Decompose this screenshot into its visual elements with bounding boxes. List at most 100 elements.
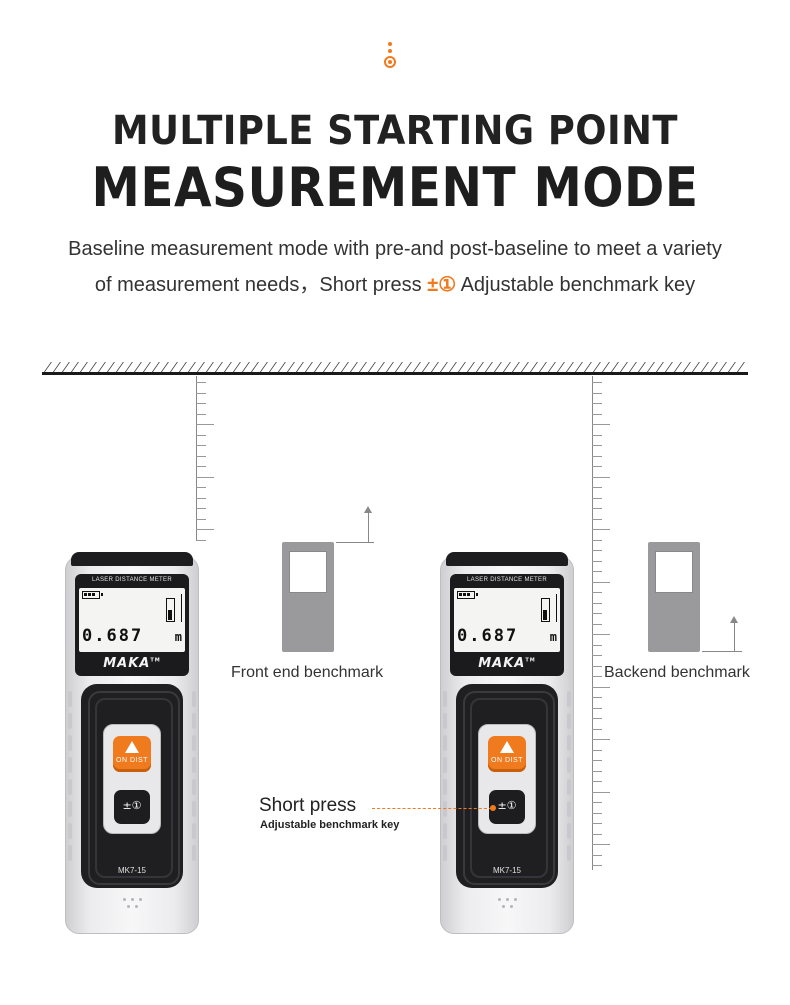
ruler-tick <box>196 403 206 404</box>
battery-icon <box>82 591 103 599</box>
ruler-tick <box>196 445 206 446</box>
ruler-tick <box>196 424 214 425</box>
lcd-display: 0.687 m <box>79 588 185 652</box>
ruler-tick <box>592 561 602 562</box>
ruler-tick <box>592 708 602 709</box>
ruler-tick <box>592 865 602 866</box>
ruler-tick <box>196 508 206 509</box>
on-dist-label: ON DIST <box>116 757 148 764</box>
on-dist-button[interactable]: ON DIST <box>488 736 526 772</box>
distance-unit: m <box>174 630 182 644</box>
ruler-tick <box>592 760 602 761</box>
benchmark-key-button[interactable]: ±① <box>114 790 150 824</box>
ruler-tick <box>592 834 602 835</box>
ruler-tick <box>592 582 610 583</box>
ruler-tick <box>592 813 602 814</box>
ruler-tick <box>592 729 602 730</box>
measurement-ruler-right <box>592 376 614 870</box>
device-position-icon <box>541 598 550 622</box>
laser-distance-meter-front: LASER DISTANCE METER 0.687 m MAKATM ON D… <box>65 552 199 934</box>
benchmark-key-icon: ±① <box>122 799 142 812</box>
ruler-tick <box>592 802 602 803</box>
callout-subtitle: Adjustable benchmark key <box>260 819 400 831</box>
side-grip-right <box>567 691 571 881</box>
direction-arrow-icon <box>181 594 182 622</box>
ruler-tick <box>196 487 206 488</box>
ruler-tick <box>592 697 602 698</box>
ruler-tick <box>196 414 206 415</box>
ruler-tick <box>592 550 602 551</box>
back-benchmark-device-icon <box>648 542 700 652</box>
ruler-tick <box>592 603 602 604</box>
direction-arrow-icon <box>556 594 557 622</box>
front-benchmark-device-icon <box>282 542 334 652</box>
ruler-tick <box>196 456 206 457</box>
laser-warning-icon <box>500 741 514 753</box>
screen-header: LASER DISTANCE METER <box>92 577 172 583</box>
ruler-tick <box>196 540 206 541</box>
ruler-tick <box>592 771 602 772</box>
benchmark-key-button[interactable]: ±① <box>489 790 525 824</box>
side-grip-left <box>443 691 447 881</box>
ruler-tick <box>592 393 602 394</box>
ruler-tick <box>196 435 206 436</box>
ruler-tick <box>196 477 214 478</box>
ceiling-line <box>42 372 748 375</box>
ruler-tick <box>592 498 602 499</box>
ruler-tick <box>196 382 206 383</box>
ruler-tick <box>592 634 610 635</box>
ruler-tick <box>592 666 602 667</box>
ruler-tick <box>592 382 602 383</box>
model-number: MK7-15 <box>117 866 146 875</box>
on-dist-button[interactable]: ON DIST <box>113 736 151 772</box>
callout-title: Short press <box>259 795 357 816</box>
brand-logo: MAKATM <box>478 656 536 671</box>
benchmark-arrow-icon <box>364 506 372 542</box>
ruler-tick <box>592 403 602 404</box>
dots-marker-icon <box>384 42 396 72</box>
back-benchmark-label: Backend benchmark <box>604 664 750 681</box>
ruler-tick <box>592 571 602 572</box>
ruler-tick <box>592 414 602 415</box>
speaker-grille <box>496 896 520 910</box>
side-grip-right <box>192 691 196 881</box>
screen-header: LASER DISTANCE METER <box>467 577 547 583</box>
benchmark-arrow-icon <box>730 616 738 651</box>
ruler-tick <box>592 613 602 614</box>
ruler-tick <box>592 435 602 436</box>
ruler-tick <box>592 529 610 530</box>
benchmark-key-icon: ±① <box>497 799 517 812</box>
device-position-icon <box>166 598 175 622</box>
page-title-line2: MEASUREMENT MODE <box>91 156 699 219</box>
ruler-tick <box>196 498 206 499</box>
ruler-tick <box>592 844 610 845</box>
ruler-tick <box>592 466 602 467</box>
distance-unit: m <box>549 630 557 644</box>
ruler-tick <box>592 823 602 824</box>
front-benchmark-line <box>336 542 374 543</box>
callout-pointer-dot <box>490 805 496 811</box>
ruler-tick <box>592 855 602 856</box>
distance-reading: 0.687 <box>82 626 144 646</box>
ruler-tick <box>592 687 610 688</box>
page-title-line1: MULTIPLE STARTING POINT <box>111 108 678 154</box>
ruler-tick <box>592 781 602 782</box>
laser-warning-icon <box>125 741 139 753</box>
ruler-tick <box>592 792 610 793</box>
ruler-tick <box>196 466 206 467</box>
ruler-tick <box>592 592 602 593</box>
ruler-tick <box>592 624 602 625</box>
ruler-tick <box>592 655 602 656</box>
battery-icon <box>457 591 478 599</box>
measurement-ruler-left <box>196 376 218 541</box>
ruler-tick <box>592 739 610 740</box>
ruler-tick <box>592 645 602 646</box>
distance-reading: 0.687 <box>457 626 519 646</box>
description-prefix: of measurement needs，Short press <box>94 274 428 296</box>
side-grip-left <box>68 691 72 881</box>
back-benchmark-line <box>702 651 742 652</box>
ruler-tick <box>592 540 602 541</box>
ruler-tick <box>196 529 214 530</box>
ruler-tick <box>196 519 206 520</box>
front-benchmark-label: Front end benchmark <box>231 664 384 681</box>
